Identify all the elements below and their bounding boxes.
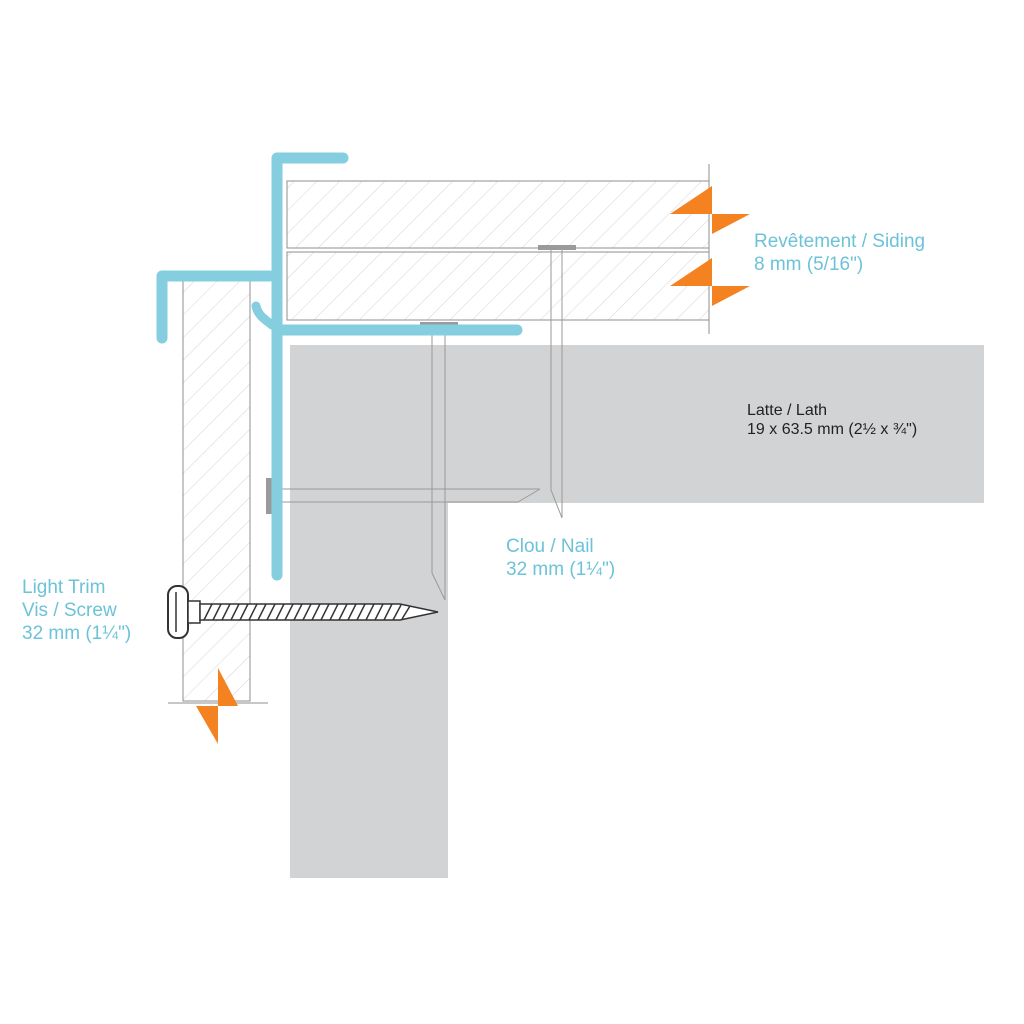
- nail-horizontal: [266, 478, 541, 514]
- siding-label-size: 8 mm (5/16"): [754, 253, 864, 275]
- siding-board-top: [286, 180, 710, 249]
- lath-label-name: Latte / Lath: [747, 402, 828, 419]
- lath-label-size: 19 x 63.5 mm (2½ x ¾"): [747, 421, 918, 439]
- cut-marker-bottom: [196, 668, 238, 744]
- screw-label-size: 32 mm (1¼"): [22, 622, 132, 644]
- nail-through-siding: [538, 245, 576, 519]
- cut-marker-top: [670, 186, 750, 234]
- siding-label-name: Revêtement / Siding: [754, 231, 926, 252]
- trim-label-name: Light Trim: [22, 577, 106, 598]
- nail-label-size: 32 mm (1¼"): [506, 558, 616, 580]
- light-trim-profile: [156, 152, 523, 581]
- siding-board-bottom: [286, 251, 710, 321]
- nail-label-name: Clou / Nail: [506, 536, 594, 557]
- cut-marker-middle: [670, 258, 750, 306]
- trim-screw: [167, 585, 439, 639]
- siding-board-vertical: [182, 280, 251, 702]
- nail-label: Clou / Nail 32 mm (1¼"): [506, 536, 615, 582]
- screw-label-name: Vis / Screw: [22, 599, 117, 621]
- siding-label: Revêtement / Siding 8 mm (5/16"): [754, 231, 925, 277]
- lath-label: Latte / Lath 19 x 63.5 mm (2½ x ¾"): [747, 401, 917, 439]
- trim-screw-label: Light Trim Vis / Screw 32 mm (1¼"): [22, 577, 131, 645]
